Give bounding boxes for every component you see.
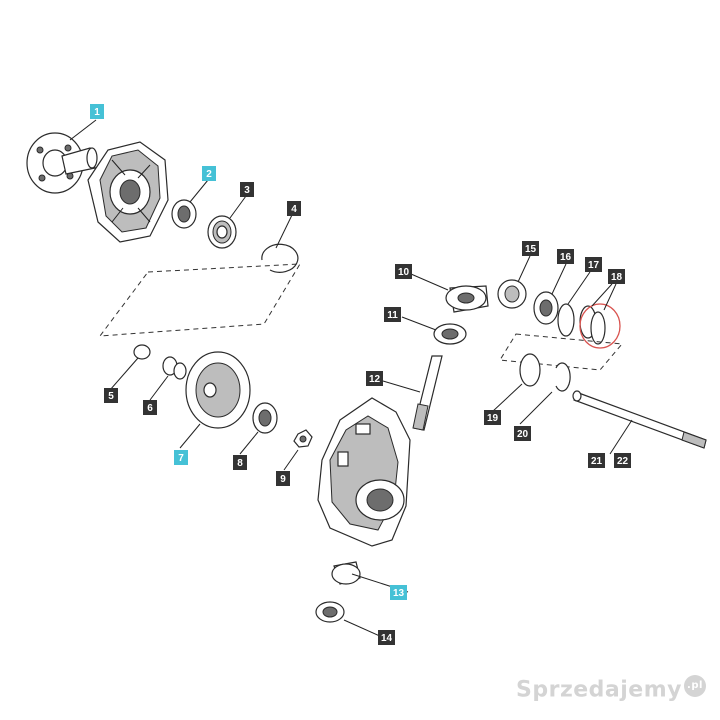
part-label-7[interactable]: 7 <box>174 450 188 465</box>
part-label-text: 2 <box>206 169 212 180</box>
part-label-text: 12 <box>369 374 381 385</box>
part-label-box <box>514 426 531 441</box>
part-label-text: 16 <box>560 252 572 263</box>
part-label-text: 22 <box>617 456 629 467</box>
part-circlip-20 <box>555 362 571 392</box>
part-label-text: 4 <box>291 204 297 215</box>
part-label-text: 7 <box>178 453 184 464</box>
part-oring-5 <box>133 344 151 360</box>
part-label-box <box>143 400 157 415</box>
part-label-13[interactable]: 13 <box>390 585 407 600</box>
part-label-box <box>608 269 625 284</box>
part-label-9[interactable]: 9 <box>276 471 290 486</box>
part-gearbox-housing <box>317 397 411 547</box>
watermark-brand: Sprzedajemy <box>516 677 682 702</box>
part-label-box <box>557 249 574 264</box>
part-gear-15 <box>497 279 527 309</box>
part-label-text: 14 <box>381 633 393 644</box>
part-shaft-12 <box>412 355 443 431</box>
part-label-2[interactable]: 2 <box>202 166 216 181</box>
part-label-box <box>585 257 602 272</box>
part-label-text: 6 <box>147 403 153 414</box>
part-label-19[interactable]: 19 <box>484 410 501 425</box>
part-label-box <box>104 388 118 403</box>
part-label-box <box>90 104 104 119</box>
part-label-1[interactable]: 1 <box>90 104 104 119</box>
watermark-suffix: .pl <box>684 674 706 697</box>
part-output-shaft-21-22 <box>572 390 707 449</box>
part-label-4[interactable]: 4 <box>287 201 301 216</box>
part-bearing-11 <box>433 323 467 345</box>
callout-circle <box>579 303 621 349</box>
part-label-17[interactable]: 17 <box>585 257 602 272</box>
part-bearing-14 <box>315 601 345 623</box>
part-label-22[interactable]: 22 <box>614 453 631 468</box>
part-label-text: 18 <box>611 272 623 283</box>
part-label-8[interactable]: 8 <box>233 455 247 470</box>
part-seal-2 <box>171 199 197 229</box>
part-label-20[interactable]: 20 <box>514 426 531 441</box>
part-rings-18 <box>579 303 621 349</box>
part-housing-cover <box>87 141 169 243</box>
part-label-text: 20 <box>517 429 529 440</box>
part-label-box <box>522 241 539 256</box>
part-label-box <box>202 166 216 181</box>
part-label-box <box>233 455 247 470</box>
part-circlip-4 <box>261 243 299 273</box>
part-label-box <box>588 453 605 468</box>
part-flange-hub <box>26 132 98 194</box>
part-label-12[interactable]: 12 <box>366 371 383 386</box>
part-label-16[interactable]: 16 <box>557 249 574 264</box>
part-label-text: 19 <box>487 413 499 424</box>
part-label-15[interactable]: 15 <box>522 241 539 256</box>
part-label-11[interactable]: 11 <box>384 307 401 322</box>
part-label-3[interactable]: 3 <box>240 182 254 197</box>
part-label-box <box>378 630 395 645</box>
part-label-text: 8 <box>237 458 243 469</box>
part-label-18[interactable]: 18 <box>608 269 625 284</box>
part-label-21[interactable]: 21 <box>588 453 605 468</box>
part-bearing-16 <box>533 291 559 325</box>
part-label-text: 15 <box>525 244 537 255</box>
part-label-text: 13 <box>393 588 405 599</box>
part-bearing-8 <box>252 402 278 434</box>
part-label-14[interactable]: 14 <box>378 630 395 645</box>
part-pulley-7 <box>185 351 251 429</box>
part-label-box <box>384 307 401 322</box>
assembly-guide <box>98 263 301 337</box>
part-pinion-13 <box>331 561 361 585</box>
part-label-6[interactable]: 6 <box>143 400 157 415</box>
part-ring-19 <box>519 353 541 387</box>
part-ring-6b <box>173 362 187 380</box>
part-label-box <box>484 410 501 425</box>
part-label-text: 10 <box>398 267 410 278</box>
part-bevel-gear-10 <box>445 285 489 313</box>
part-label-text: 3 <box>244 185 250 196</box>
part-nut-9 <box>293 429 313 448</box>
part-label-text: 5 <box>108 391 114 402</box>
part-label-5[interactable]: 5 <box>104 388 118 403</box>
part-label-text: 9 <box>280 474 286 485</box>
part-label-text: 1 <box>94 107 100 118</box>
part-label-box <box>614 453 631 468</box>
part-label-text: 11 <box>387 310 398 321</box>
leader-lines <box>69 119 633 638</box>
part-ring-17 <box>557 303 575 337</box>
part-label-box <box>174 450 188 465</box>
part-label-box <box>395 264 412 279</box>
part-label-10[interactable]: 10 <box>395 264 412 279</box>
part-label-text: 17 <box>588 260 600 271</box>
part-label-text: 21 <box>591 456 603 467</box>
part-bearing-3 <box>207 215 237 249</box>
part-label-box <box>240 182 254 197</box>
part-label-box <box>366 371 383 386</box>
part-label-box <box>287 201 301 216</box>
part-label-box <box>390 585 407 600</box>
part-label-box <box>276 471 290 486</box>
watermark: Sprzedajemy.pl <box>516 674 706 702</box>
